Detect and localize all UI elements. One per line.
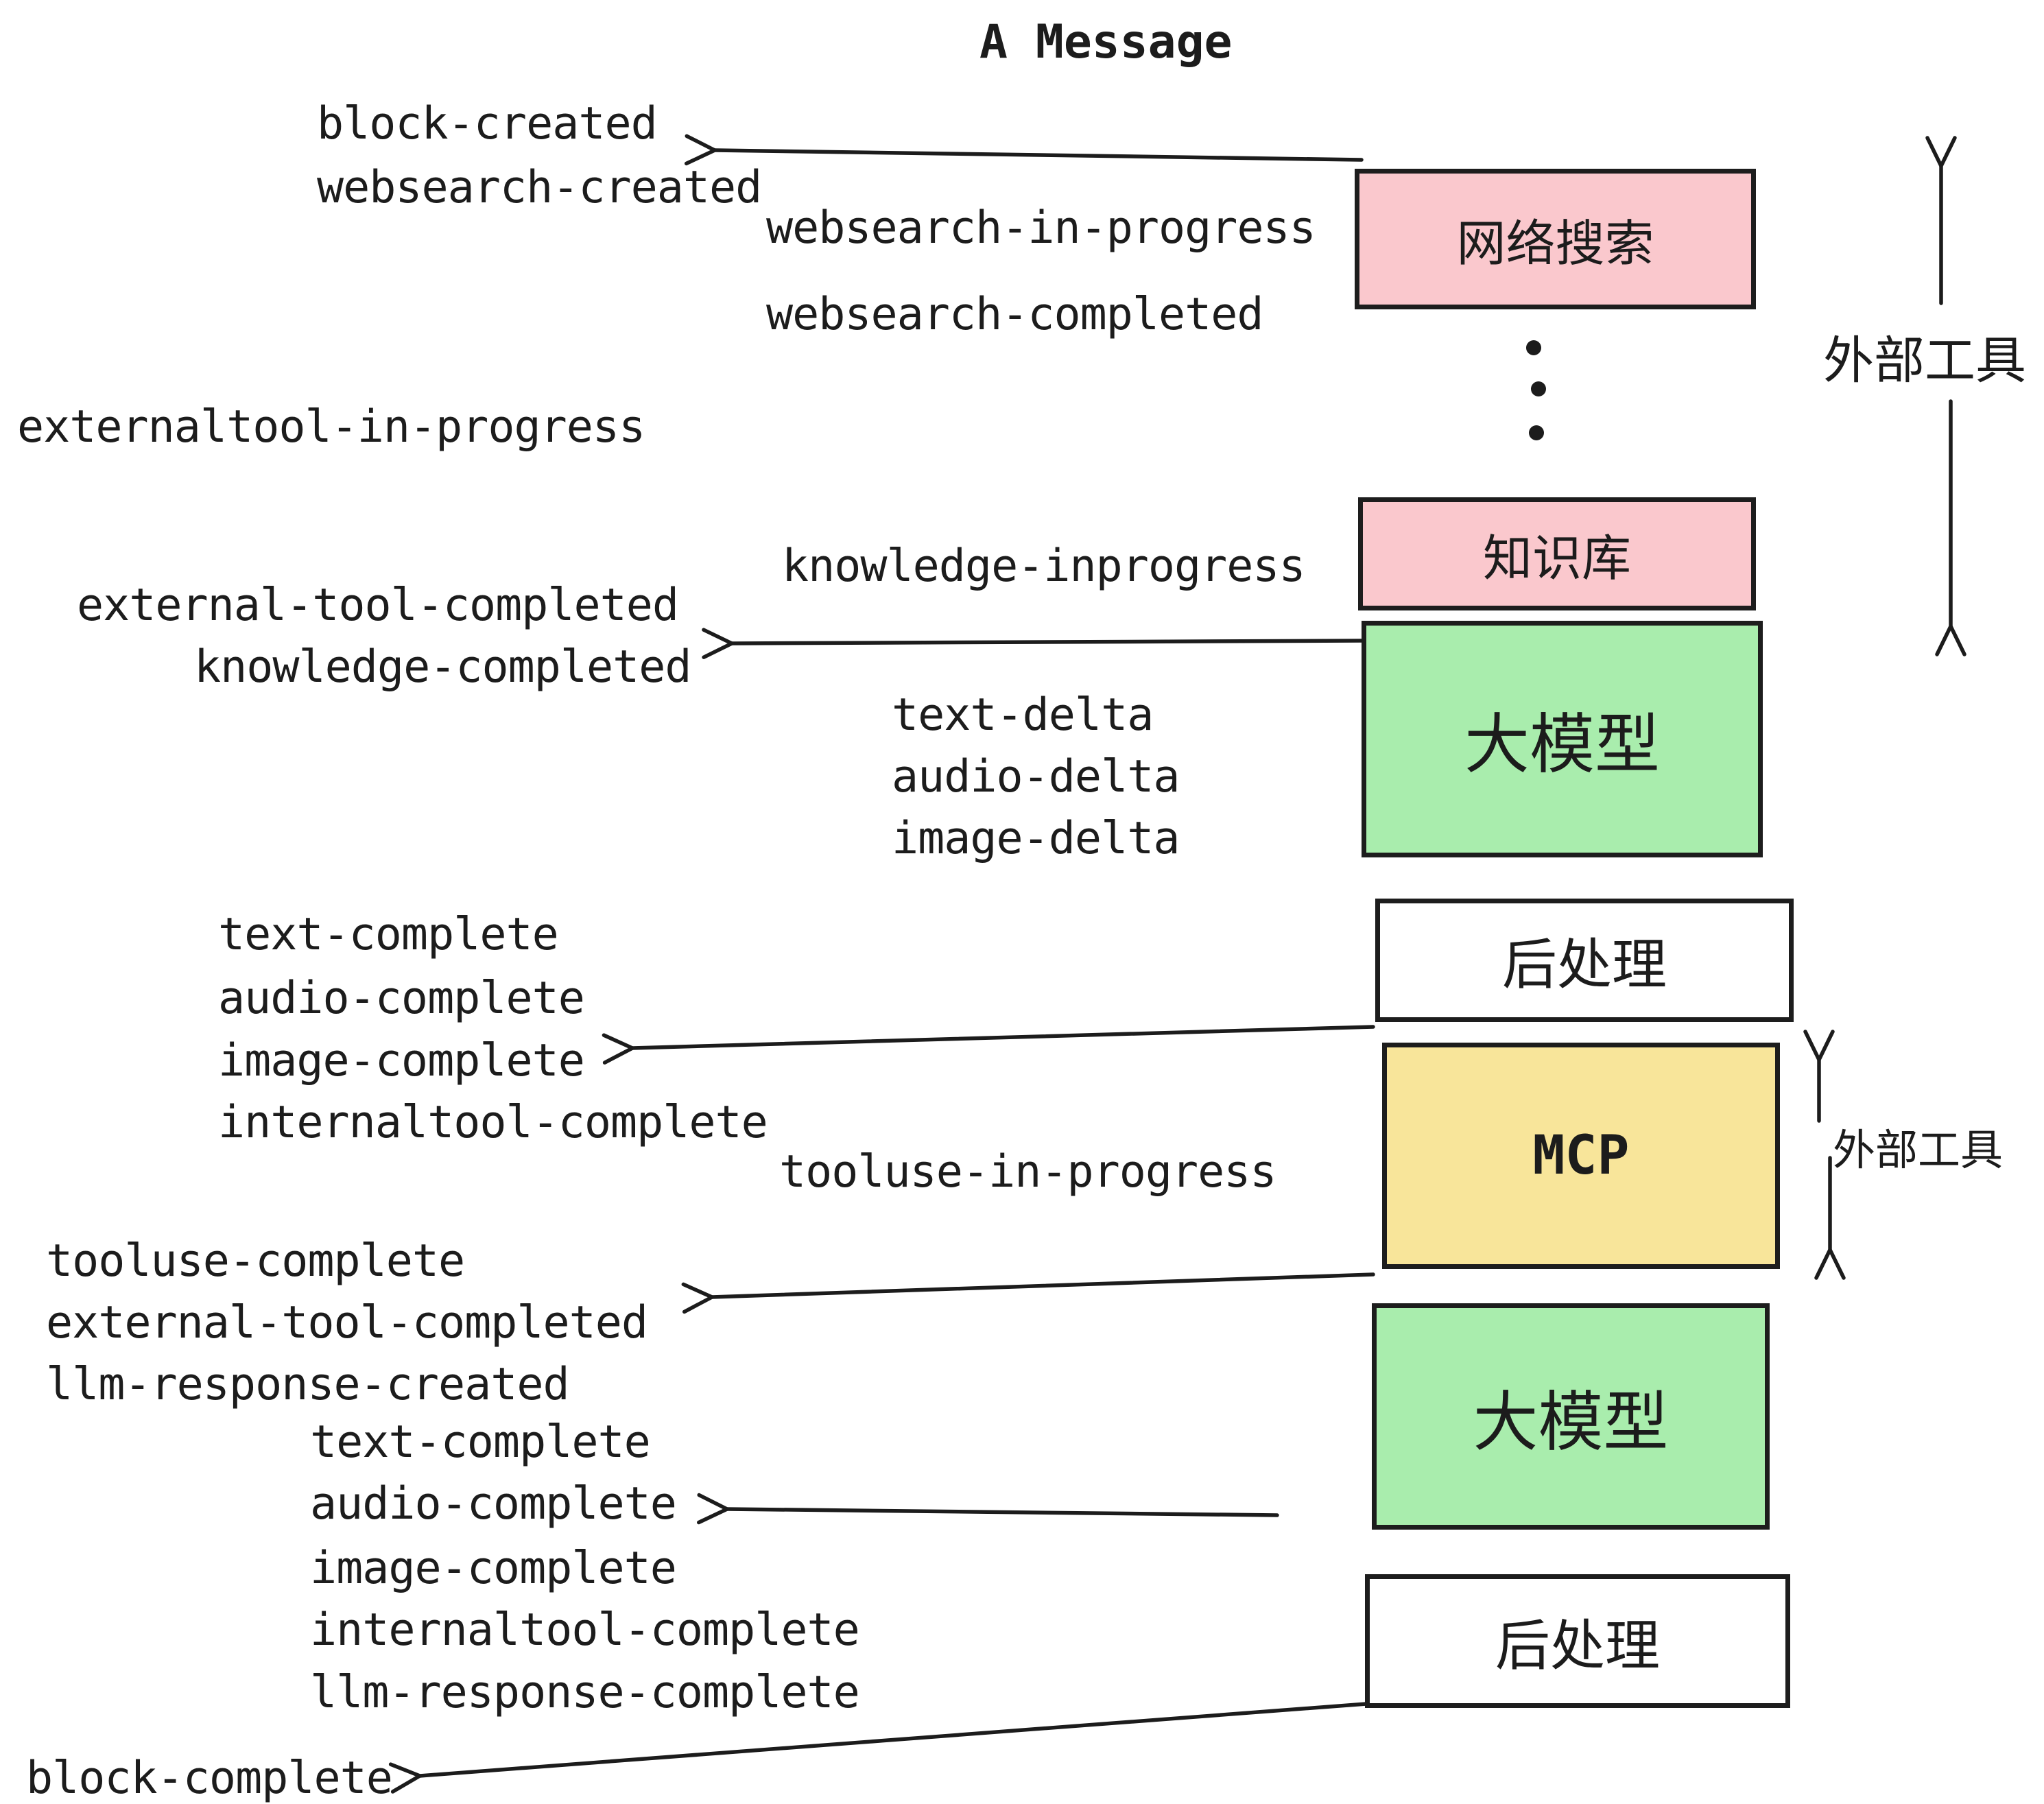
event-text-complete: text-complete bbox=[218, 909, 559, 960]
box-postprocess-1-label: 后处理 bbox=[1502, 933, 1667, 997]
event-text-complete-2: text-complete bbox=[310, 1416, 651, 1468]
event-audio-complete-2: audio-complete bbox=[310, 1478, 677, 1530]
event-block-created: block-created bbox=[317, 98, 658, 150]
event-external-tool-completed: external-tool-completed bbox=[77, 580, 679, 631]
box-websearch: 网络搜索 bbox=[1355, 169, 1756, 309]
box-llm-2-label: 大模型 bbox=[1473, 1384, 1669, 1460]
event-block-complete: block-complete bbox=[26, 1753, 393, 1804]
box-mcp-label: MCP bbox=[1532, 1125, 1630, 1187]
event-image-delta: image-delta bbox=[892, 813, 1180, 864]
event-websearch-completed: websearch-completed bbox=[766, 289, 1264, 340]
ellipsis-dots-icon bbox=[1526, 340, 1546, 440]
event-llm-response-created: llm-response-created bbox=[46, 1359, 570, 1410]
event-websearch-in-progress: websearch-in-progress bbox=[766, 202, 1316, 254]
left-arrow-block-created bbox=[684, 134, 1364, 166]
left-arrow-image-complete bbox=[602, 1025, 1375, 1065]
left-arrow-audio-complete bbox=[697, 1493, 1279, 1525]
box-llm-1-label: 大模型 bbox=[1464, 707, 1660, 783]
event-text-delta: text-delta bbox=[892, 689, 1154, 741]
box-llm-1: 大模型 bbox=[1362, 621, 1763, 857]
event-tooluse-complete: tooluse-complete bbox=[46, 1235, 465, 1287]
event-knowledge-inprogress: knowledge-inprogress bbox=[782, 541, 1306, 592]
event-audio-complete: audio-complete bbox=[218, 973, 585, 1024]
event-knowledge-completed: knowledge-completed bbox=[194, 641, 692, 693]
diagram-title: A Message bbox=[979, 15, 1233, 69]
box-postprocess-2: 后处理 bbox=[1365, 1574, 1790, 1708]
left-arrow-tooluse-complete bbox=[681, 1272, 1375, 1314]
box-llm-2: 大模型 bbox=[1372, 1303, 1770, 1530]
event-websearch-created: websearch-created bbox=[317, 162, 762, 213]
left-arrow-block-complete bbox=[388, 1702, 1368, 1794]
box-postprocess-2-label: 后处理 bbox=[1495, 1613, 1660, 1678]
event-tooluse-in-progress: tooluse-in-progress bbox=[779, 1146, 1277, 1198]
box-websearch-label: 网络搜索 bbox=[1456, 215, 1654, 272]
label-external-tools-mid: 外部工具 bbox=[1833, 1125, 2004, 1175]
label-external-tools-top: 外部工具 bbox=[1823, 331, 2026, 390]
box-mcp: MCP bbox=[1382, 1043, 1780, 1269]
event-external-tool-completed-2: external-tool-completed bbox=[46, 1297, 648, 1349]
box-knowledge: 知识库 bbox=[1358, 497, 1756, 610]
box-postprocess-1: 后处理 bbox=[1375, 899, 1794, 1022]
box-knowledge-label: 知识库 bbox=[1482, 530, 1631, 587]
left-arrow-knowledge-completed bbox=[702, 628, 1364, 659]
event-internaltool-complete-2: internaltool-complete bbox=[310, 1604, 860, 1656]
event-internaltool-complete: internaltool-complete bbox=[218, 1097, 768, 1148]
event-audio-delta: audio-delta bbox=[892, 751, 1180, 803]
event-image-complete: image-complete bbox=[218, 1035, 585, 1087]
event-llm-response-complete: llm-response-complete bbox=[310, 1667, 860, 1718]
event-externaltool-in-progress: externaltool-in-progress bbox=[17, 401, 645, 453]
event-image-complete-2: image-complete bbox=[310, 1543, 677, 1594]
